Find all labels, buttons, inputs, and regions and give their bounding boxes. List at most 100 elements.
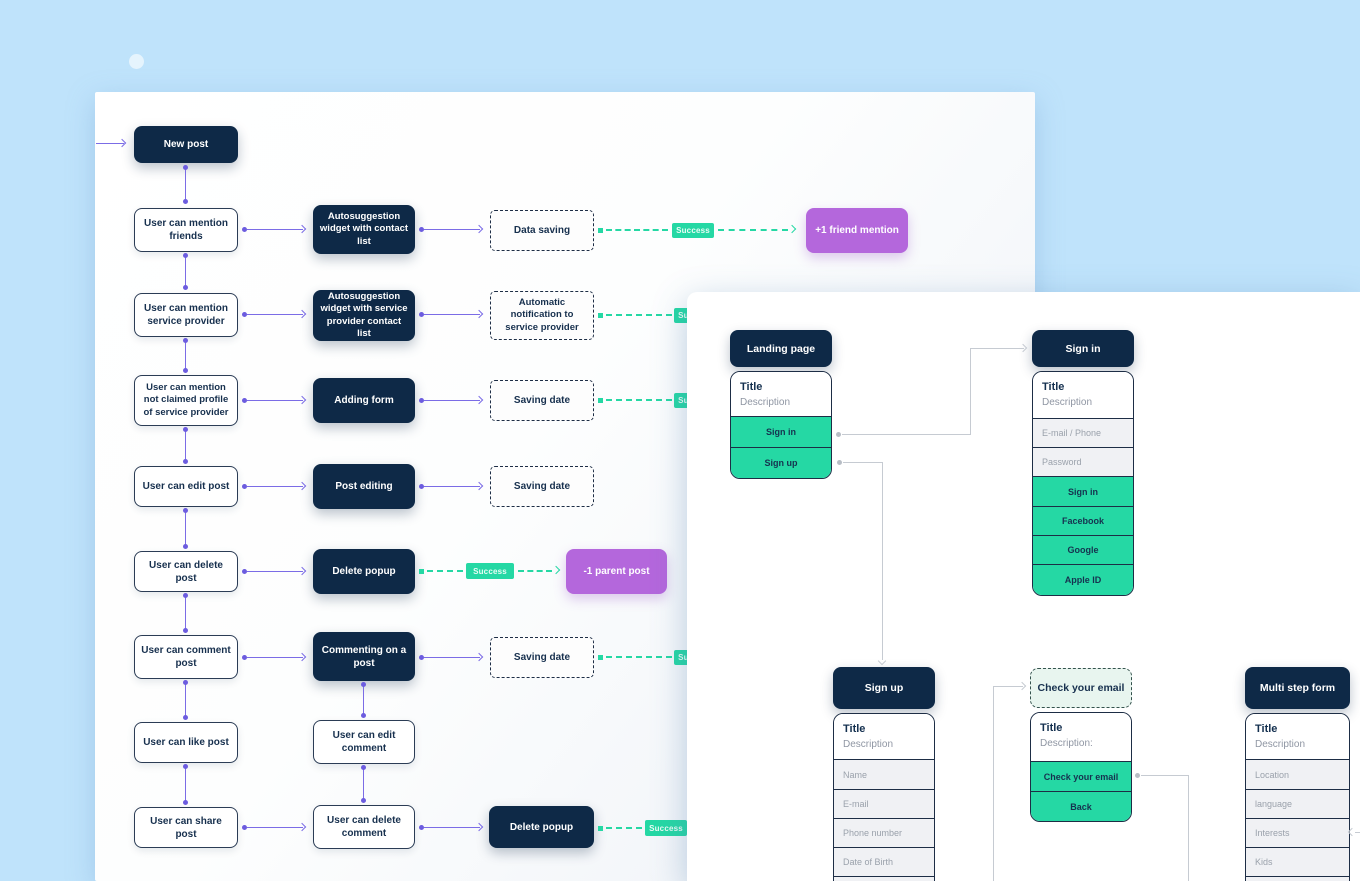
- connector-dot: [419, 484, 424, 489]
- card-title: Title: [843, 723, 866, 735]
- connector-dot: [242, 312, 247, 317]
- flow-node-edit-post[interactable]: User can edit post: [134, 466, 238, 507]
- flow-node-commenting-on-post[interactable]: Commenting on a post: [313, 632, 415, 681]
- screen-header-sign-in[interactable]: Sign in: [1032, 330, 1134, 367]
- connector-dot: [183, 800, 188, 805]
- connector-dot: [183, 459, 188, 464]
- name-field[interactable]: Name: [834, 759, 934, 789]
- location-field[interactable]: Location: [1246, 759, 1349, 789]
- language-field[interactable]: language: [1246, 789, 1349, 818]
- arrowhead-icon: [1018, 343, 1028, 353]
- card-title: Title: [1040, 722, 1063, 734]
- flow-connector-success-line: [427, 570, 463, 572]
- connector-dot: [419, 569, 424, 574]
- flow-node-mention-friends[interactable]: User can mention friends: [134, 208, 238, 252]
- flow-node-saving-date-3[interactable]: Saving date: [490, 637, 594, 678]
- facebook-login-button[interactable]: Facebook: [1033, 506, 1133, 535]
- flow-node-delete-popup-2[interactable]: Delete popup: [489, 806, 594, 848]
- screen-card-check-your-email[interactable]: Title Description: Check your email Back: [1030, 712, 1132, 822]
- flow-connector-line: [247, 571, 303, 572]
- back-button[interactable]: Back: [1031, 791, 1131, 821]
- connector-dot: [836, 432, 841, 437]
- screen-header-check-your-email[interactable]: Check your email: [1030, 668, 1132, 708]
- field-placeholder: Password: [1042, 457, 1082, 467]
- google-login-button[interactable]: Google: [1033, 535, 1133, 564]
- signup-button[interactable]: Sign up: [731, 447, 831, 478]
- connector-dot: [242, 655, 247, 660]
- field-placeholder: language: [1255, 799, 1293, 809]
- form-field[interactable]: [1246, 876, 1349, 881]
- card-description: Description: [1042, 397, 1093, 408]
- connector-dot: [598, 655, 603, 660]
- field-placeholder: Kids: [1255, 857, 1273, 867]
- card-title-block: Title Description:: [1031, 713, 1131, 761]
- flow-node-label: User can delete comment: [327, 815, 401, 839]
- card-title-block: Title Description: [1246, 714, 1349, 759]
- arrowhead-icon: [877, 656, 887, 666]
- password-field[interactable]: Password: [1033, 447, 1133, 476]
- flow-node-friend-mention[interactable]: +1 friend mention: [806, 208, 908, 253]
- email-phone-field[interactable]: E-mail / Phone: [1033, 418, 1133, 447]
- connector-dot: [598, 826, 603, 831]
- screen-header-sign-up[interactable]: Sign up: [833, 667, 935, 709]
- wireframe-connector-line: [970, 348, 1024, 349]
- date-of-birth-field[interactable]: Date of Birth: [834, 847, 934, 876]
- flow-node-adding-form[interactable]: Adding form: [313, 378, 415, 423]
- flow-node-new-post[interactable]: New post: [134, 126, 238, 163]
- flow-connector-line: [424, 400, 480, 401]
- check-your-email-button[interactable]: Check your email: [1031, 761, 1131, 791]
- phone-number-field[interactable]: Phone number: [834, 818, 934, 847]
- flow-connector-line: [424, 657, 480, 658]
- flow-node-saving-date-2[interactable]: Saving date: [490, 466, 594, 507]
- flow-node-delete-popup-1[interactable]: Delete popup: [313, 549, 415, 594]
- flow-node-post-editing[interactable]: Post editing: [313, 464, 415, 509]
- screen-card-landing-page[interactable]: Title Description Sign in Sign up: [730, 371, 832, 479]
- wireframe-canvas[interactable]: Landing page Title Description Sign in S…: [687, 292, 1360, 881]
- kids-field[interactable]: Kids: [1246, 847, 1349, 876]
- flow-node-like-post[interactable]: User can like post: [134, 722, 238, 763]
- flow-connector-line: [363, 684, 364, 716]
- connector-dot: [598, 313, 603, 318]
- flow-node-autosuggestion-contact[interactable]: Autosuggestion widget with contact list: [313, 205, 415, 254]
- flow-node-delete-comment[interactable]: User can delete comment: [313, 805, 415, 849]
- wireframe-connector-line: [843, 462, 883, 463]
- connector-dot: [1135, 773, 1140, 778]
- flow-node-delete-post[interactable]: User can delete post: [134, 551, 238, 592]
- field-placeholder: E-mail: [843, 799, 869, 809]
- screen-card-sign-in[interactable]: Title Description E-mail / Phone Passwor…: [1032, 371, 1134, 596]
- interests-field[interactable]: Interests: [1246, 818, 1349, 847]
- card-description: Description: [1255, 739, 1306, 750]
- screen-card-multi-step-form[interactable]: Title Description Location language Inte…: [1245, 713, 1350, 881]
- connector-dot: [183, 427, 188, 432]
- flow-node-label: User can mention friends: [144, 218, 228, 242]
- card-title: Title: [1042, 381, 1065, 393]
- form-field[interactable]: [834, 876, 934, 881]
- screen-header-multi-step-form[interactable]: Multi step form: [1245, 667, 1350, 709]
- flow-connector-success-line: [606, 827, 642, 829]
- screen-header-label: Sign up: [864, 682, 904, 694]
- signin-button[interactable]: Sign in: [731, 416, 831, 447]
- flow-node-mention-service[interactable]: User can mention service provider: [134, 293, 238, 337]
- flow-connector-success-line: [606, 399, 672, 401]
- flow-node-data-saving[interactable]: Data saving: [490, 210, 594, 251]
- flow-node-share-post[interactable]: User can share post: [134, 807, 238, 848]
- flow-node-autosuggestion-service[interactable]: Autosuggestion widget with service provi…: [313, 290, 415, 341]
- flow-connector-line: [247, 229, 303, 230]
- flow-node-parent-post[interactable]: -1 parent post: [566, 549, 667, 594]
- connector-dot: [183, 593, 188, 598]
- email-field[interactable]: E-mail: [834, 789, 934, 818]
- connector-dot: [183, 253, 188, 258]
- apple-id-login-button[interactable]: Apple ID: [1033, 564, 1133, 595]
- screen-header-landing-page[interactable]: Landing page: [730, 330, 832, 367]
- flow-node-auto-notification[interactable]: Automatic notification to service provid…: [490, 291, 594, 340]
- signin-submit-button[interactable]: Sign in: [1033, 476, 1133, 506]
- flow-node-edit-comment[interactable]: User can edit comment: [313, 720, 415, 764]
- screen-card-sign-up[interactable]: Title Description Name E-mail Phone numb…: [833, 713, 935, 881]
- flow-node-comment-post[interactable]: User can comment post: [134, 635, 238, 679]
- flow-connector-line: [424, 229, 480, 230]
- flow-connector-success-line: [606, 656, 672, 658]
- success-tag-label: Success: [649, 823, 683, 833]
- flow-node-saving-date-1[interactable]: Saving date: [490, 380, 594, 421]
- screen-header-label: Multi step form: [1259, 682, 1336, 694]
- flow-node-mention-not-claimed[interactable]: User can mention not claimed profile of …: [134, 375, 238, 426]
